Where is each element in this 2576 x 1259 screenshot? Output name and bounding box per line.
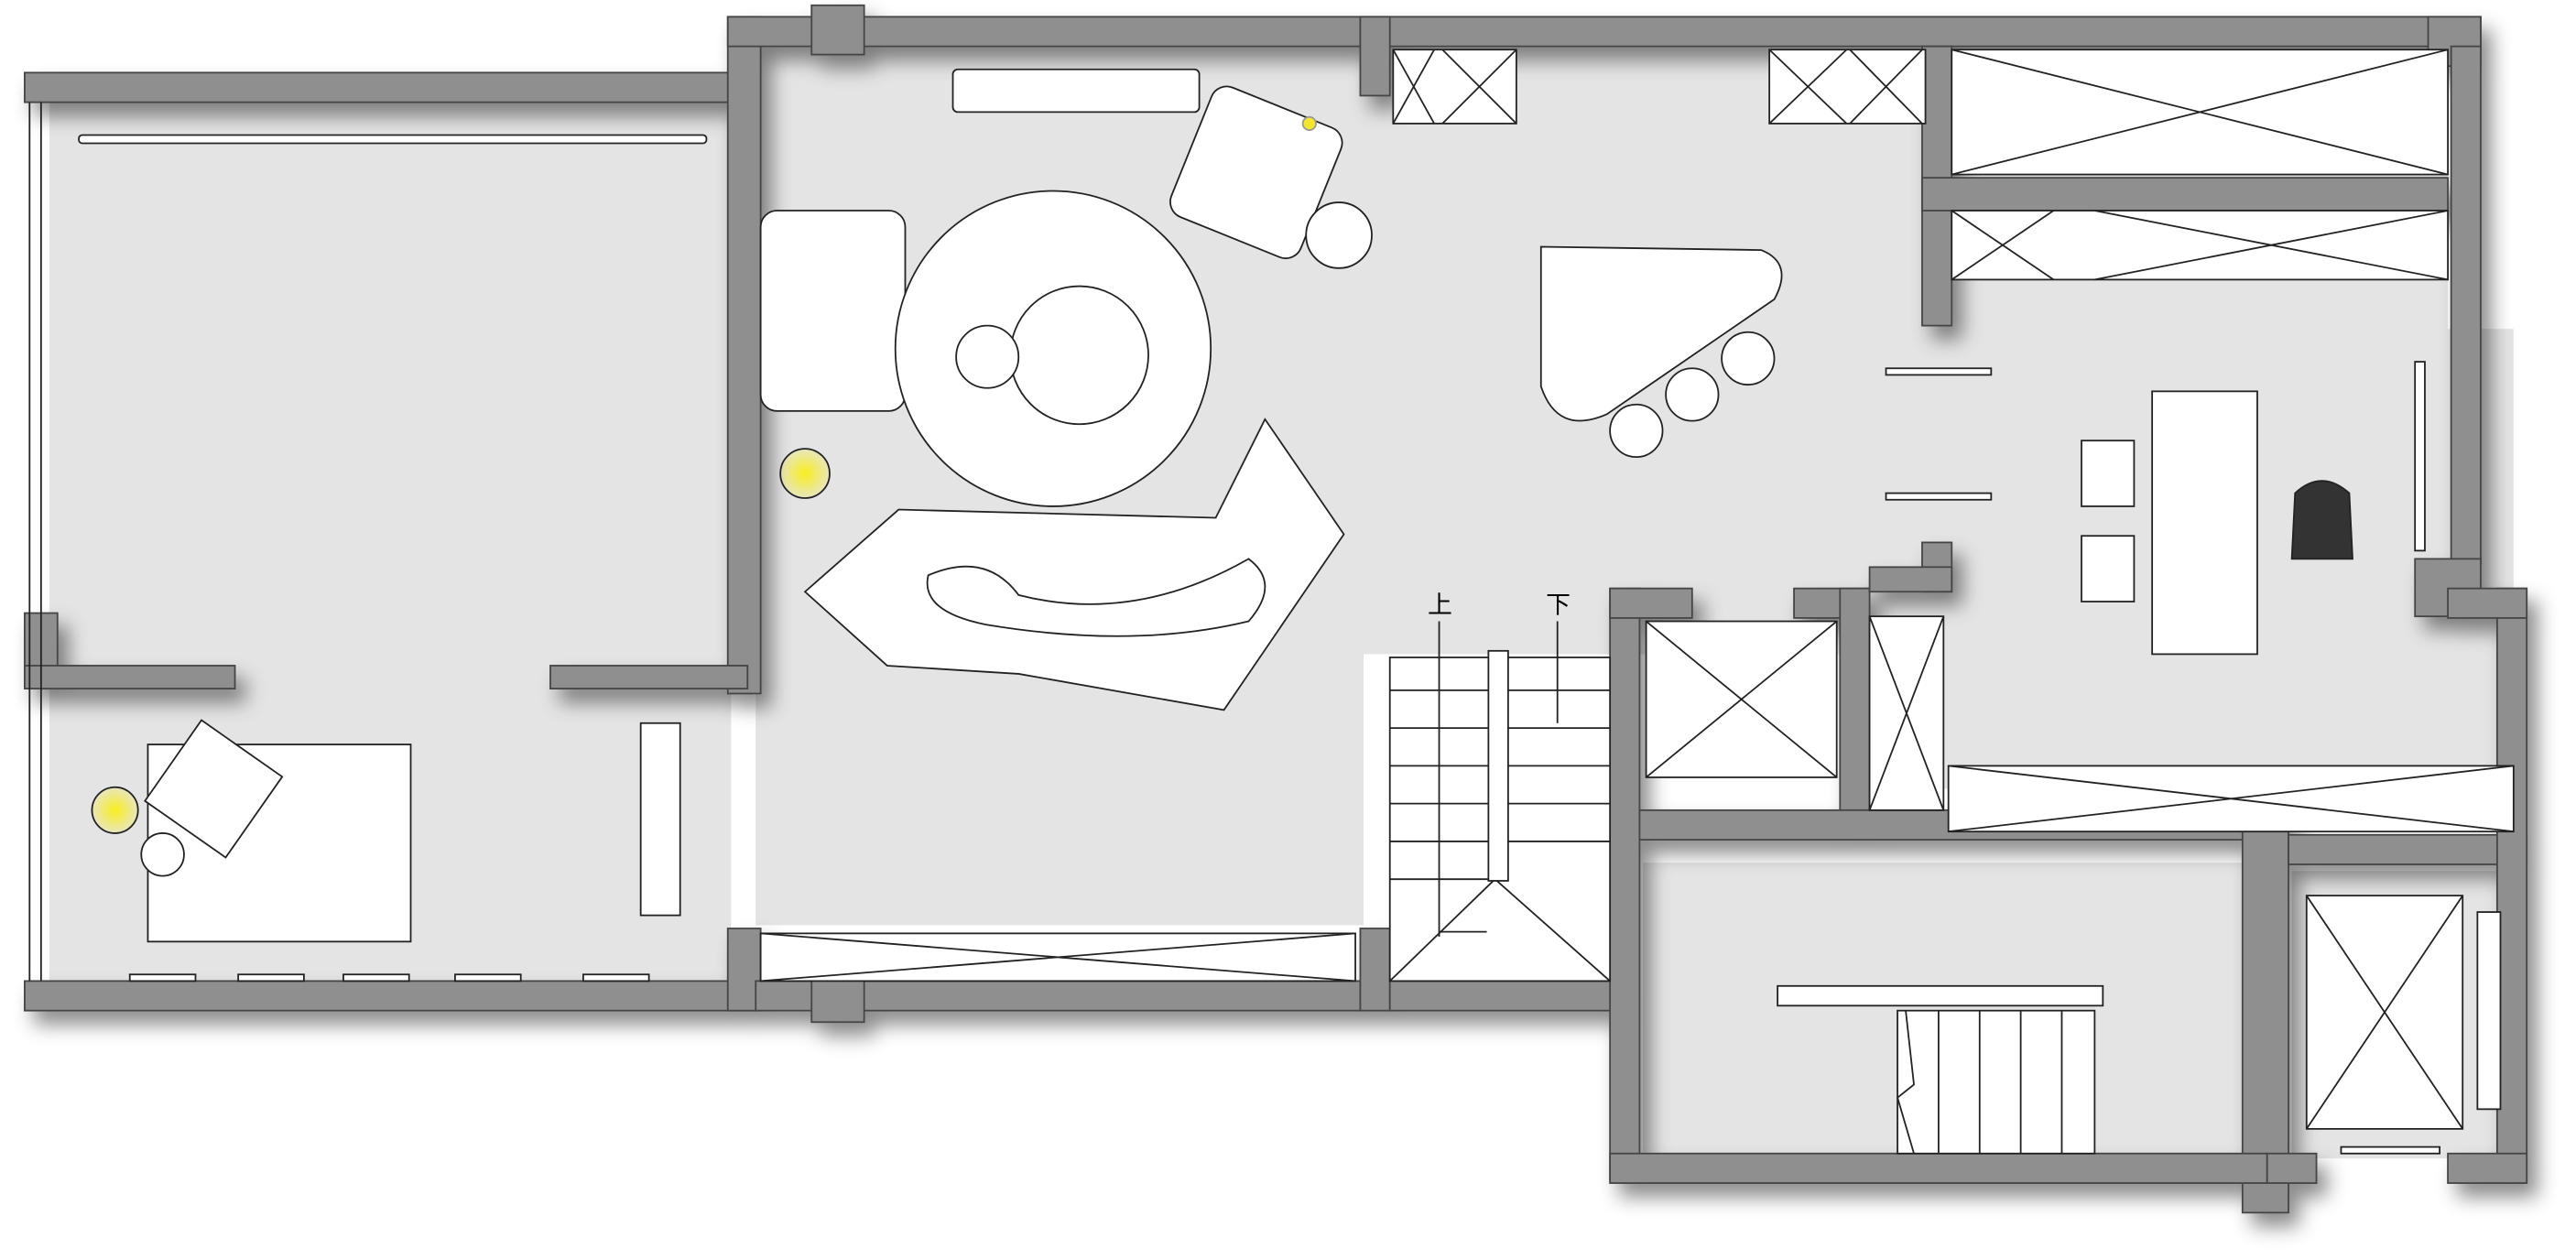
cabinets bbox=[759, 49, 2515, 1130]
walls bbox=[24, 4, 2528, 1214]
dining-furniture bbox=[1539, 245, 2426, 656]
light-icon bbox=[779, 448, 831, 499]
study-furniture bbox=[78, 134, 708, 943]
windows bbox=[28, 102, 2440, 1155]
staircase: 上 下 bbox=[1388, 592, 2104, 1155]
stair-up-label: 上 bbox=[1428, 592, 1452, 620]
stair-down-label: 下 bbox=[1546, 592, 1571, 620]
living-room-furniture bbox=[759, 68, 1373, 711]
